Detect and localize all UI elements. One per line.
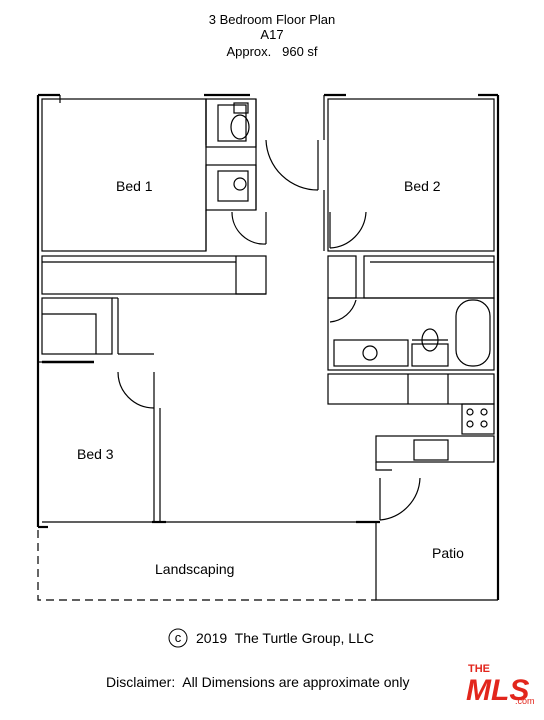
bed2-walls xyxy=(323,95,495,299)
bed3-walls xyxy=(38,297,161,522)
living-walls xyxy=(42,521,498,601)
room-label-bed1: Bed 1 xyxy=(116,178,153,194)
outer-walls xyxy=(36,93,500,600)
bath1-walls xyxy=(205,98,257,211)
landscaping-outline xyxy=(37,530,376,601)
plan-title: 3 Bedroom Floor Plan xyxy=(208,12,336,27)
burner-icon xyxy=(466,408,474,416)
kitchen-walls xyxy=(327,373,495,471)
plan-unit: A17 xyxy=(260,27,284,42)
plan-size: Approx. 960 sf xyxy=(226,44,318,59)
bathtub-icon xyxy=(455,299,491,367)
copyright-circle xyxy=(168,628,188,648)
room-label-bed2: Bed 2 xyxy=(404,178,441,194)
sink-1-icon xyxy=(233,177,247,191)
svg-text:THE: THE xyxy=(468,663,490,675)
bath2-walls xyxy=(327,297,495,371)
kitchen-sink-icon xyxy=(413,439,449,461)
room-label-landscaping: Landscaping xyxy=(155,561,235,577)
room-label-patio: Patio xyxy=(432,545,464,561)
disclaimer-text: Disclaimer: All Dimensions are approxima… xyxy=(106,674,410,690)
copyright-symbol: c xyxy=(174,630,182,645)
sink-2-icon xyxy=(362,345,378,361)
svg-text:MLS: MLS xyxy=(466,674,529,707)
room-label-bed3: Bed 3 xyxy=(77,446,114,462)
mls-logo-icon: THE MLS .com xyxy=(466,663,535,707)
svg-text:.com: .com xyxy=(515,696,535,706)
door-swings xyxy=(117,139,421,521)
bed1-walls xyxy=(41,95,267,295)
copyright-text: 2019 The Turtle Group, LLC xyxy=(196,630,374,646)
toilet-1-icon xyxy=(230,114,250,140)
